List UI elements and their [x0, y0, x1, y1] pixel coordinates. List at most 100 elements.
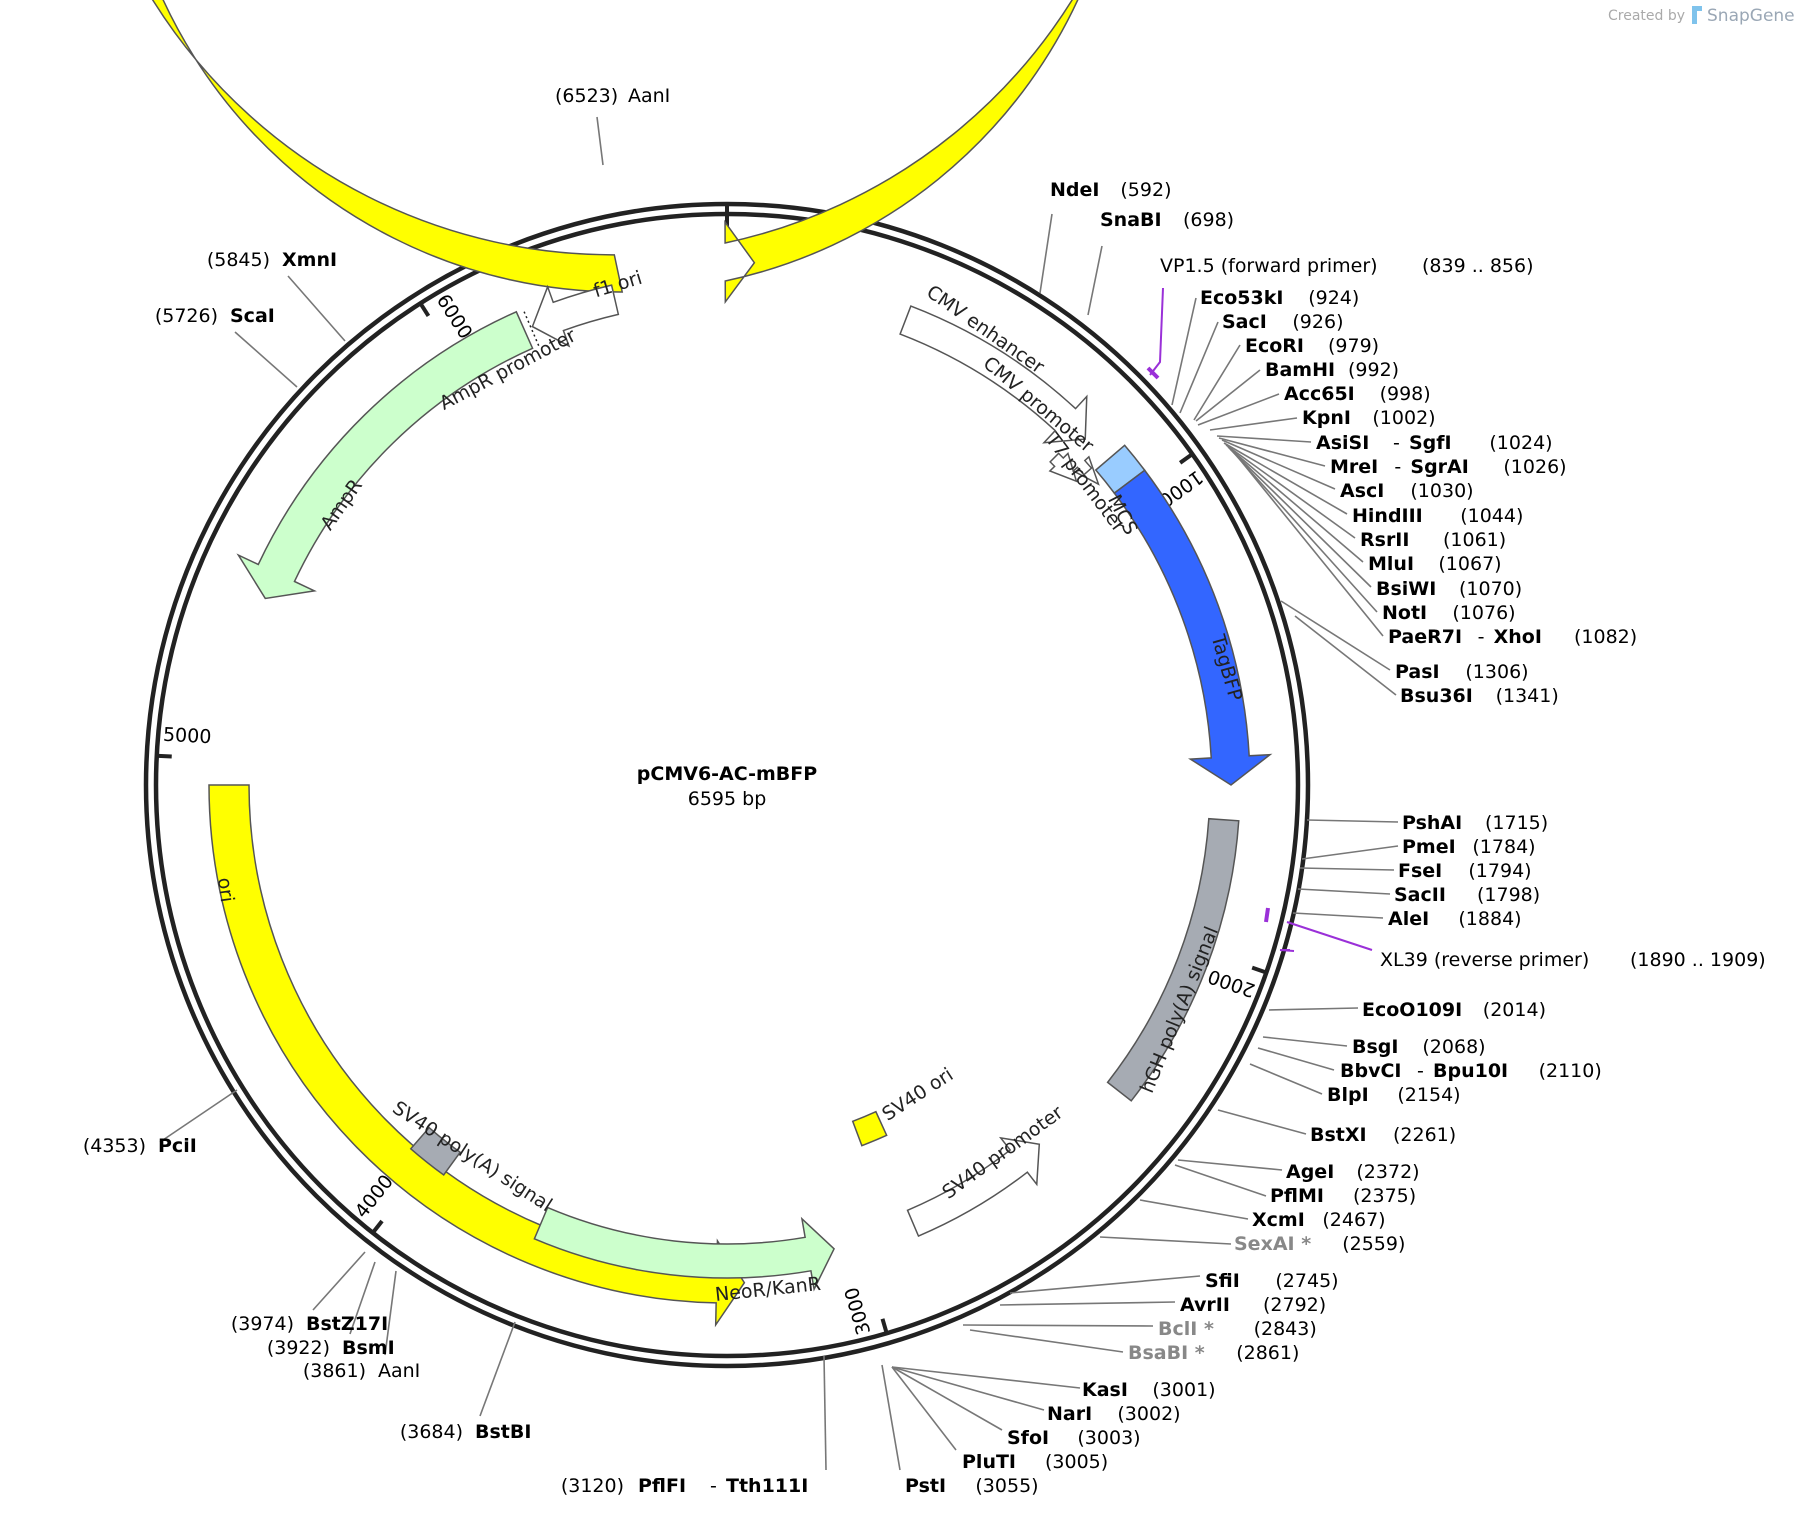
- site-leader: [1280, 600, 1391, 671]
- site-name-alt: Tth111I: [726, 1475, 808, 1497]
- site-position: (2068): [1422, 1036, 1485, 1058]
- site-name: AleI: [1388, 908, 1429, 930]
- site-leader: [891, 1366, 957, 1451]
- credit-prefix: Created by: [1608, 8, 1685, 24]
- site-leader: [287, 275, 346, 342]
- site-position: (1306): [1465, 661, 1528, 683]
- site-label: BbvCI-Bpu10I(2110): [1340, 1060, 1602, 1082]
- site-position: (1026): [1503, 456, 1566, 478]
- site-name: BbvCI: [1340, 1060, 1401, 1082]
- site-dash: -: [1478, 626, 1485, 648]
- site-leader: [1229, 448, 1372, 588]
- site-leader: [596, 116, 604, 166]
- site-position: (992): [1348, 359, 1399, 381]
- site-label: SacI(926): [1222, 311, 1343, 333]
- site-label: SfiI (2745): [1205, 1270, 1339, 1292]
- site-label: BamHI (992): [1265, 359, 1399, 381]
- site-leader: [384, 1270, 397, 1356]
- site-name: SacI: [1222, 311, 1267, 333]
- site-leader: [1225, 444, 1356, 539]
- site-label: (5845)XmnI: [207, 249, 337, 271]
- site-name: PmeI: [1402, 836, 1456, 858]
- site-name: BsiWI: [1376, 578, 1436, 600]
- site-position: (1076): [1452, 602, 1515, 624]
- site-name: Acc65I: [1284, 383, 1355, 405]
- site-position: (3005): [1045, 1451, 1108, 1473]
- site-label: (4353)PciI: [83, 1135, 197, 1157]
- site-label: BsgI (2068): [1352, 1036, 1486, 1058]
- feature-arrow: [1072, 455, 1100, 486]
- tick-label: 2000: [1205, 965, 1258, 1002]
- site-position: (1070): [1459, 578, 1522, 600]
- site-leader: [1177, 1159, 1283, 1171]
- site-position: (698): [1183, 209, 1234, 231]
- feature-arrow: [533, 1206, 835, 1292]
- site-name: PflFI: [638, 1475, 686, 1497]
- site-leader: [1139, 1199, 1249, 1220]
- site-name: BsgI: [1352, 1036, 1398, 1058]
- site-label: NotI(1076): [1382, 602, 1516, 624]
- site-position: (1884): [1458, 908, 1521, 930]
- site-name: SfoI: [1007, 1427, 1049, 1449]
- site-name: BamHI: [1265, 359, 1335, 381]
- site-name: MluI: [1368, 553, 1414, 575]
- tick-mark: [880, 1318, 889, 1335]
- site-name: BstBI: [475, 1421, 531, 1443]
- site-name: FseI: [1398, 860, 1442, 882]
- site-leader: [1009, 1275, 1201, 1294]
- site-name-alt: XhoI: [1494, 626, 1542, 648]
- site-leader: [1174, 1164, 1267, 1197]
- site-label: BlpI(2154): [1327, 1084, 1461, 1106]
- tick-label: 5000: [162, 724, 211, 748]
- site-leader-lines: [159, 116, 1399, 1471]
- site-dash: -: [1393, 432, 1400, 454]
- site-name: SexAI *: [1234, 1233, 1311, 1255]
- tick-mark: [370, 1219, 384, 1235]
- site-position: (2261): [1393, 1124, 1456, 1146]
- site-name: PaeR7I: [1388, 626, 1462, 648]
- site-leader: [891, 1366, 1045, 1411]
- feature-arrow: [899, 305, 1088, 444]
- site-label: PstI(3055): [905, 1475, 1039, 1497]
- site-label: EcoO109I(2014): [1362, 999, 1546, 1021]
- site-leader: [1232, 451, 1378, 613]
- site-name: EcoRI: [1245, 335, 1304, 357]
- primer-mark: [1264, 907, 1270, 923]
- feature-arrow: [151, 0, 1079, 305]
- site-position: (5726): [155, 305, 218, 327]
- tick-mark: [418, 301, 431, 318]
- site-leader: [1292, 912, 1384, 919]
- feature-arrow: [1106, 817, 1240, 1102]
- site-leader: [349, 1261, 376, 1335]
- site-leader: [234, 331, 298, 388]
- tick-mark: [1178, 451, 1195, 465]
- site-name: AscI: [1340, 480, 1384, 502]
- site-dash: -: [1394, 456, 1401, 478]
- site-leader: [1039, 213, 1053, 294]
- site-label: Acc65I (998): [1284, 383, 1431, 405]
- site-position: (1341): [1496, 685, 1559, 707]
- site-position: (998): [1380, 383, 1431, 405]
- tick-label: 3000: [841, 1285, 876, 1338]
- site-labels: (6523)AanI(5845)XmnI(5726)ScaI(4353)PciI…: [83, 85, 1766, 1497]
- site-label: PaeR7I-XhoI(1082): [1388, 626, 1637, 648]
- site-leader: [1236, 455, 1384, 637]
- backbone-inner-ring: [153, 211, 1301, 1359]
- site-name: SfiI: [1205, 1270, 1240, 1292]
- site-leader: [1193, 344, 1241, 421]
- primer-range: (1890 .. 1909): [1630, 949, 1766, 971]
- site-name: ScaI: [230, 305, 275, 327]
- site-name: BsmI: [342, 1337, 395, 1359]
- site-label: SexAI *(2559): [1234, 1233, 1405, 1255]
- site-name: Eco53kI: [1200, 287, 1283, 309]
- site-leader: [1171, 297, 1197, 406]
- site-position: (2745): [1275, 1270, 1338, 1292]
- feature-divider: [522, 308, 540, 346]
- site-name: PflMI: [1270, 1185, 1324, 1207]
- site-label: BstXI(2261): [1310, 1124, 1456, 1146]
- site-position: (4353): [83, 1135, 146, 1157]
- site-name: AsiSI: [1316, 432, 1369, 454]
- site-name-alt: SgrAI: [1410, 456, 1468, 478]
